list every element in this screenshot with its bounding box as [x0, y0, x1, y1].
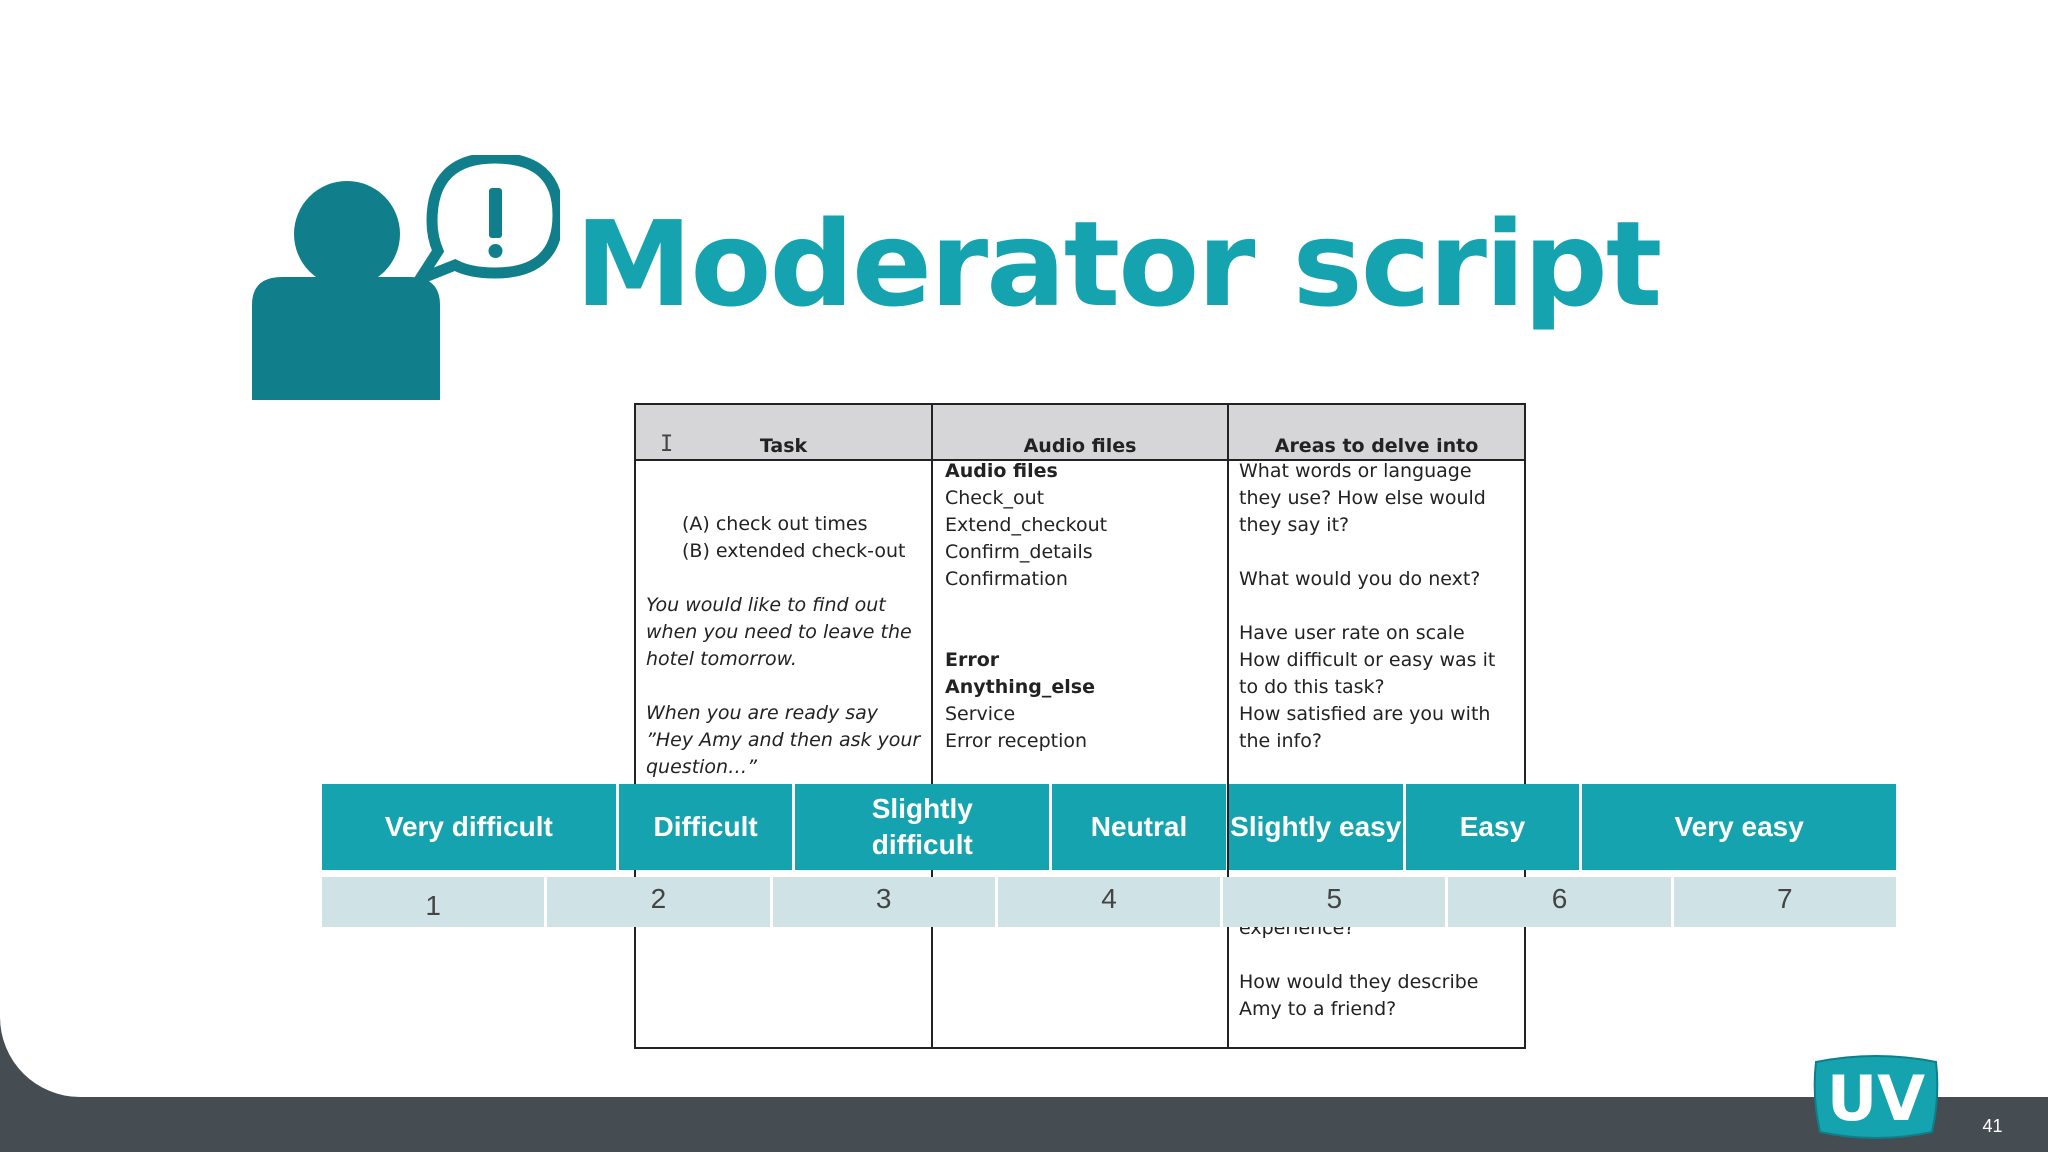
scale-value-4: 4 [1101, 883, 1117, 914]
user-speech-icon [252, 155, 560, 400]
areas-cell: What words or language they use? How els… [1239, 458, 1519, 755]
audio-file: Extend_checkout [945, 514, 1108, 536]
error-heading: Error [945, 649, 1000, 671]
scale-label-very-easy: Very easy [1582, 784, 1897, 870]
scale-value: 6 [1448, 877, 1671, 927]
task-instruction: When you are ready say ”Hey Amy and then… [646, 702, 921, 778]
area-question: How difficult or easy was it to do this … [1239, 649, 1496, 698]
text-cursor-icon: I [660, 432, 674, 457]
rating-scale: Very difficult Difficult Slightly diffic… [322, 784, 1897, 927]
task-option-b: (B) extended check-out [682, 540, 906, 562]
task-option-a: (A) check out times [682, 513, 868, 535]
scale-value-2: 2 [650, 883, 667, 914]
column-divider [1227, 405, 1229, 1047]
svg-text:UV: UV [1827, 1062, 1925, 1135]
scale-value: 4 [997, 877, 1221, 927]
scale-value-7: 7 [1777, 883, 1793, 914]
area-question: How satisfied are you with the info? [1239, 703, 1491, 752]
header-audio-files: Audio files [1023, 435, 1137, 457]
scale-label-neutral: Neutral [1052, 784, 1226, 870]
table-header-row [636, 405, 1524, 461]
scale-value: 7 [1673, 877, 1896, 927]
task-prompt: You would like to find out when you need… [646, 594, 912, 670]
header-areas: Areas to delve into [1274, 435, 1479, 457]
anything-else-heading: Anything_else [945, 676, 1095, 698]
page-number: 41 [1982, 1116, 2003, 1136]
scale-value-6: 6 [1551, 883, 1568, 914]
slide-title: Moderator script [575, 195, 1662, 333]
areas-cell-lower: experience? How would they describe Amy … [1239, 915, 1519, 1023]
audio-cell: Audio files Check_out Extend_checkout Co… [945, 458, 1221, 755]
area-question: How would they describe Amy to a friend? [1239, 971, 1479, 1020]
audio-heading: Audio files [945, 460, 1058, 482]
scale-value-1: 1 [425, 890, 441, 921]
uv-logo: UV [1813, 1055, 1939, 1139]
scale-value: 1 [322, 877, 545, 927]
scale-value: 3 [772, 877, 995, 927]
footer-strip [0, 1097, 2048, 1152]
scale-label-slightly-easy: Slightly easy [1228, 784, 1403, 870]
scale-value-5: 5 [1326, 883, 1343, 914]
area-question: What would you do next? [1239, 568, 1481, 590]
scale-label-very-difficult: Very difficult [322, 784, 616, 870]
area-question: What words or language they use? How els… [1239, 460, 1486, 536]
audio-file: Service [945, 703, 1016, 725]
audio-file: Confirm_details [945, 541, 1093, 563]
area-question: Have user rate on scale [1239, 622, 1465, 644]
header-task: Task [759, 435, 808, 457]
audio-file: Check_out [945, 487, 1045, 509]
scale-value: 2 [547, 877, 770, 927]
scale-value: 5 [1223, 877, 1446, 927]
scale-label-easy: Easy [1405, 784, 1580, 870]
scale-label-slightly-difficult: Slightly difficult [795, 784, 1050, 870]
task-cell: (A) check out times (B) extended check-o… [646, 511, 926, 781]
scale-label-difficult: Difficult [618, 784, 793, 870]
audio-file: Confirmation [945, 568, 1068, 590]
column-divider [931, 405, 933, 1047]
scale-value-3: 3 [875, 883, 892, 914]
audio-file: Error reception [945, 730, 1088, 752]
moderator-script-table: Task Audio files Areas to delve into I (… [634, 403, 1526, 1049]
